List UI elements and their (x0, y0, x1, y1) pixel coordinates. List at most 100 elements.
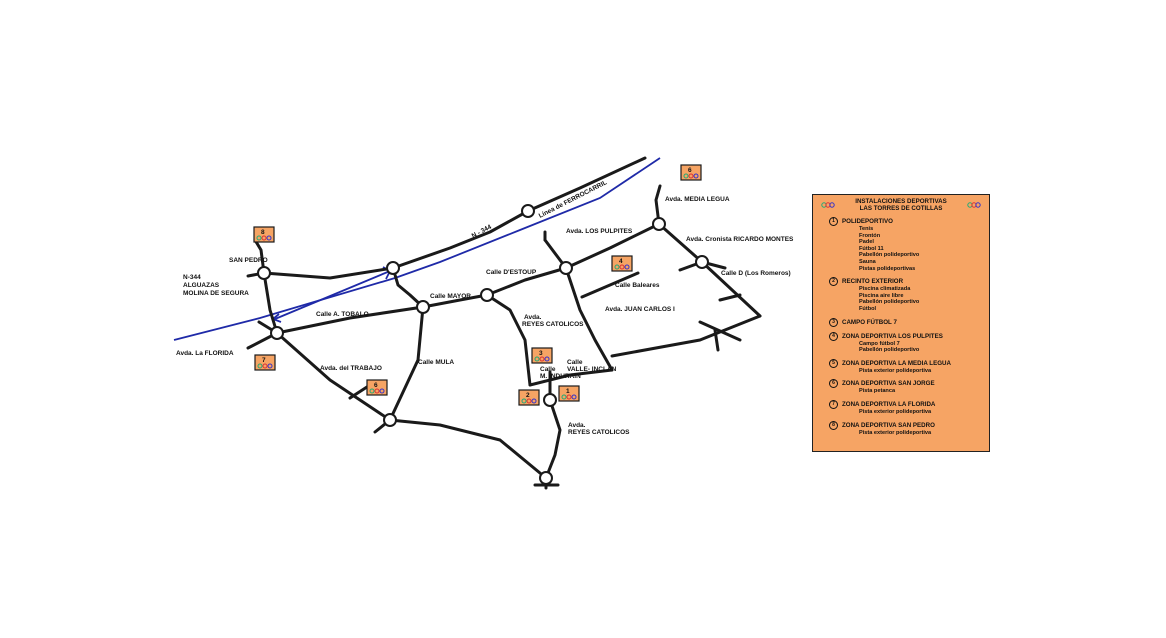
label-calle-d: Calle D (Los Romeros) (721, 270, 791, 277)
legend-item: Campo fútbol 7 (859, 340, 900, 347)
label-mayor: Calle MAYOR (430, 293, 471, 300)
legend-item: Pabellón polideportivo (859, 299, 920, 306)
road-san-pedro (253, 238, 266, 275)
road-pulpites (564, 222, 661, 270)
marker-8: 8 (253, 226, 275, 243)
legend-item: Pista exterior polideportiva (859, 429, 932, 436)
marker-1: 1 (558, 385, 580, 402)
marker-4: 4 (611, 255, 633, 272)
legend-number-badge: 3 (829, 317, 838, 327)
label-juan-carlos: Avda. JUAN CARLOS I (605, 306, 675, 313)
legend-section-name: ZONA DEPORTIVA LA MEDIA LEGUA (842, 359, 951, 367)
road-reyes-upper (485, 293, 532, 387)
road-mula (388, 305, 425, 422)
label-florida: Avda. La FLORIDA (176, 350, 234, 357)
legend-number-badge: 5 (829, 358, 838, 368)
road-tobalo (275, 305, 425, 335)
marker-8-number: 8 (261, 229, 265, 236)
label-tobalo: Calle A. TOBALO (316, 311, 369, 318)
marker-6: 6 (680, 164, 702, 181)
marker-6b-number: 6 (374, 382, 378, 389)
marker-1-number: 1 (566, 388, 570, 395)
legend-item: Fútbol 11 (859, 245, 884, 252)
roundabout (652, 217, 666, 231)
legend-item: Piscina aire libre (859, 292, 904, 299)
road-reyes-lower (544, 398, 562, 480)
label-reyes2-b: REYES CATOLICOS (568, 429, 630, 436)
label-valle-b: VALLE- INCLAN (567, 366, 617, 373)
road-mayor (421, 293, 489, 309)
roundabout (270, 326, 284, 340)
legend-panel: INSTALACIONES DEPORTIVAS LAS TORRES DE C… (812, 194, 990, 452)
legend-number-badge: 4 (829, 331, 838, 341)
legend-section-head: 7 ZONA DEPORTIVA LA FLORIDA (829, 399, 981, 409)
marker-2-number: 2 (526, 392, 530, 399)
legend-header: INSTALACIONES DEPORTIVAS LAS TORRES DE C… (821, 198, 981, 212)
label-media-legua: Avda. MEDIA LEGUA (665, 196, 730, 203)
legend-section-name: ZONA DEPORTIVA SAN PEDRO (842, 421, 935, 429)
label-indurain-a: Calle (540, 366, 556, 373)
label-baleares: Calle Baleares (615, 282, 660, 289)
marker-6-number: 6 (688, 167, 692, 174)
legend-item: Sauna (859, 258, 876, 265)
roundabout (539, 471, 553, 485)
legend-section-head: 5 ZONA DEPORTIVA LA MEDIA LEGUA (829, 358, 981, 368)
legend-item-list: Pista exterior polideportiva (821, 409, 981, 416)
legend-item: Pistas polideportivas (859, 265, 916, 272)
legend-number-badge: 6 (829, 379, 838, 389)
legend-item: Pista exterior polideportiva (859, 408, 932, 415)
legend-item: Fútbol (859, 305, 877, 312)
legend-section-name: ZONA DEPORTIVA LA FLORIDA (842, 400, 936, 408)
legend-number-badge: 1 (829, 217, 838, 226)
legend-item: Piscina climatizada (859, 286, 911, 293)
roundabout (543, 393, 557, 407)
road-trabajo (275, 331, 392, 422)
roundabout (386, 261, 400, 275)
label-pulpites: Avda. LOS PULPITES (566, 228, 633, 235)
road-baleares (580, 271, 640, 299)
label-n344-west: N-344 (183, 274, 201, 281)
legend-item: Frontón (859, 232, 881, 239)
legend-item: Pista petanca (859, 388, 896, 395)
label-san-pedro: SAN PEDRO (229, 257, 268, 264)
roundabout (383, 413, 397, 427)
legend-title: INSTALACIONES DEPORTIVAS LAS TORRES DE C… (855, 198, 947, 212)
legend-item-list: Pista exterior polideportiva (821, 368, 981, 375)
legend-section-head: 3 CAMPO FÚTBOL 7 (829, 317, 981, 327)
roundabout (521, 204, 535, 218)
legend-item-list: Pista exterior polideportiva (821, 430, 981, 437)
marker-4-number: 4 (619, 258, 623, 265)
roundabout (695, 255, 709, 269)
roundabout (416, 300, 430, 314)
marker-2: 2 (518, 389, 540, 406)
label-reyes1-b: REYES CATOLICOS (522, 321, 584, 328)
legend-item: Pabellón polideportivo (859, 347, 920, 354)
railway-line (173, 157, 661, 341)
label-reyes1-a: Avda. (524, 314, 542, 321)
legend-section-name: ZONA DEPORTIVA LOS PULPITES (842, 332, 943, 340)
label-indurain-b: M. INDURAIN (540, 373, 581, 380)
legend-section-name: CAMPO FÚTBOL 7 (842, 318, 897, 326)
label-reyes2-a: Avda. (568, 422, 586, 429)
label-valle-a: Calle (567, 359, 583, 366)
legend-item: Padel (859, 239, 874, 246)
legend-title-line1: INSTALACIONES DEPORTIVAS (855, 198, 947, 205)
roundabout (480, 288, 494, 302)
marker-6b: 6 (366, 379, 388, 396)
legend-number-badge: 2 (829, 277, 838, 287)
roundabout (257, 266, 271, 280)
legend-number-badge: 7 (829, 399, 838, 409)
road-east (610, 314, 762, 358)
label-destoup: Calle D'ESTOUP (486, 269, 537, 276)
